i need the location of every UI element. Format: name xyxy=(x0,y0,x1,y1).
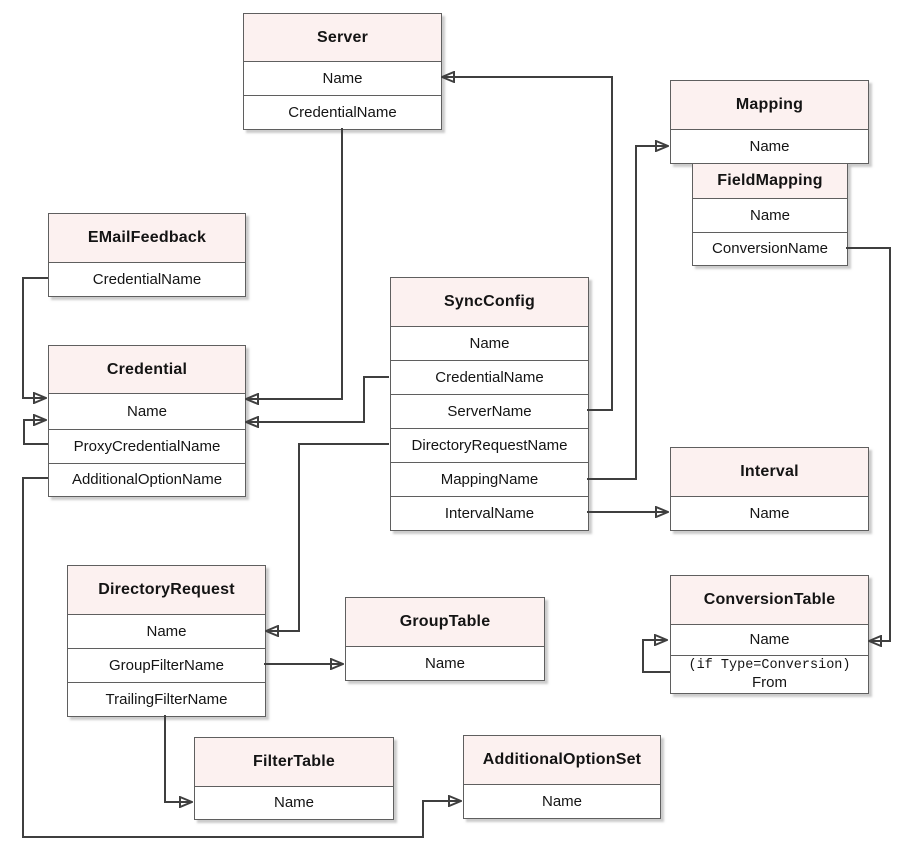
row-syncconfig-name: Name xyxy=(391,326,588,360)
connector-directoryrequest-trailingfiltername-to-filtertable-name xyxy=(164,715,192,802)
entity-fieldmapping: FieldMapping Name ConversionName xyxy=(692,163,848,266)
entity-additionaloptionset-title: AdditionalOptionSet xyxy=(464,736,660,784)
connector-server-credentialname-to-credential-name xyxy=(246,128,343,399)
connector-syncconfig-mappingname-to-mapping-name xyxy=(587,146,668,480)
row-syncconfig-servername: ServerName xyxy=(391,394,588,428)
row-conversiontable-from: (if Type=Conversion) From xyxy=(671,655,868,693)
entity-additionaloptionset: AdditionalOptionSet Name xyxy=(463,735,661,819)
entity-filtertable-title: FilterTable xyxy=(195,738,393,786)
row-credential-additionaloptionname: AdditionalOptionName xyxy=(49,463,245,496)
row-emailfeedback-credentialname: CredentialName xyxy=(49,262,245,296)
entity-grouptable-title: GroupTable xyxy=(346,598,544,646)
row-server-credentialname: CredentialName xyxy=(244,95,441,129)
row-fieldmapping-conversionname: ConversionName xyxy=(693,232,847,265)
row-server-name: Name xyxy=(244,61,441,95)
entity-syncconfig: SyncConfig Name CredentialName ServerNam… xyxy=(390,277,589,531)
entity-server-title: Server xyxy=(244,14,441,61)
row-credential-name: Name xyxy=(49,393,245,429)
entity-directoryrequest-title: DirectoryRequest xyxy=(68,566,265,614)
entity-interval-title: Interval xyxy=(671,448,868,496)
entity-credential: Credential Name ProxyCredentialName Addi… xyxy=(48,345,246,497)
entity-server: Server Name CredentialName xyxy=(243,13,442,130)
row-fieldmapping-name: Name xyxy=(693,198,847,232)
entity-credential-title: Credential xyxy=(49,346,245,393)
entity-conversiontable: ConversionTable Name (if Type=Conversion… xyxy=(670,575,869,694)
connector-syncconfig-credentialname-to-credential-name xyxy=(246,376,389,422)
entity-conversiontable-title: ConversionTable xyxy=(671,576,868,624)
entity-mapping-title: Mapping xyxy=(671,81,868,129)
row-filtertable-name: Name xyxy=(195,786,393,819)
entity-fieldmapping-title: FieldMapping xyxy=(693,164,847,198)
conversiontable-from-label: From xyxy=(752,673,787,691)
row-mapping-name: Name xyxy=(671,129,868,163)
row-interval-name: Name xyxy=(671,496,868,530)
conversiontable-from-condition: (if Type=Conversion) xyxy=(688,658,851,674)
row-syncconfig-directoryrequestname: DirectoryRequestName xyxy=(391,428,588,462)
row-additionaloptionset-name: Name xyxy=(464,784,660,818)
entity-emailfeedback: EMailFeedback CredentialName xyxy=(48,213,246,297)
entity-directoryrequest: DirectoryRequest Name GroupFilterName Tr… xyxy=(67,565,266,717)
row-syncconfig-intervalname: IntervalName xyxy=(391,496,588,530)
entity-syncconfig-title: SyncConfig xyxy=(391,278,588,326)
row-conversiontable-name: Name xyxy=(671,624,868,655)
row-directoryrequest-trailingfiltername: TrailingFilterName xyxy=(68,682,265,716)
connector-emailfeedback-credentialname-to-credential-name xyxy=(22,277,48,398)
entity-filtertable: FilterTable Name xyxy=(194,737,394,820)
entity-interval: Interval Name xyxy=(670,447,869,531)
row-grouptable-name: Name xyxy=(346,646,544,680)
entity-grouptable: GroupTable Name xyxy=(345,597,545,681)
connector-credential-proxycredentialname-to-credential-name xyxy=(23,420,48,445)
entity-mapping: Mapping Name xyxy=(670,80,869,164)
row-directoryrequest-groupfiltername: GroupFilterName xyxy=(68,648,265,682)
row-credential-proxycredentialname: ProxyCredentialName xyxy=(49,429,245,463)
row-syncconfig-mappingname: MappingName xyxy=(391,462,588,496)
entity-emailfeedback-title: EMailFeedback xyxy=(49,214,245,262)
connector-conversiontable-from-to-conversiontable-name xyxy=(642,640,670,673)
row-directoryrequest-name: Name xyxy=(68,614,265,648)
row-syncconfig-credentialname: CredentialName xyxy=(391,360,588,394)
